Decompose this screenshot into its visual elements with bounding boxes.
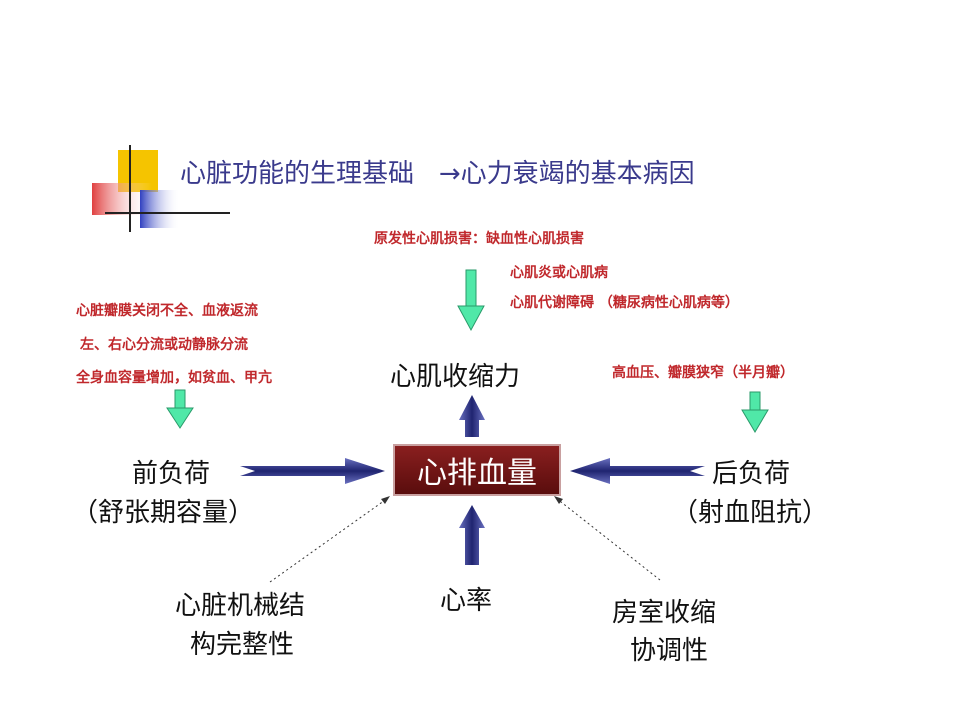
afterload-cause: 高血压、瓣膜狭窄（半月瓣） xyxy=(612,365,794,381)
preload-cause: 心脏瓣膜关闭不全、血液返流 xyxy=(76,303,258,319)
coordination-label-2: 协调性 xyxy=(630,636,709,666)
preload-label: 前负荷 xyxy=(132,459,211,489)
blue-arrow-afterload xyxy=(570,458,705,484)
contractility-cause: 心肌代谢障碍 （糖尿病性心肌病等） xyxy=(510,295,739,311)
structure-label-2: 构完整性 xyxy=(190,630,295,660)
heart-rate-label: 心率 xyxy=(440,586,493,616)
contractility-label: 心肌收缩力 xyxy=(390,362,521,392)
dotted-arrow-structure xyxy=(269,496,390,583)
dotted-arrow-coordination xyxy=(554,496,661,581)
green-arrow-afterload xyxy=(741,391,769,433)
slide xyxy=(62,62,942,682)
preload-sublabel: （舒张期容量） xyxy=(72,498,255,528)
afterload-label: 后负荷 xyxy=(712,459,791,489)
blue-arrow-preload xyxy=(240,458,385,484)
blue-arrow-contractility xyxy=(459,395,485,437)
green-arrow-contractility xyxy=(457,269,485,332)
blue-arrow-heart-rate xyxy=(459,505,485,565)
preload-cause: 左、右心分流或动静脉分流 xyxy=(80,337,248,353)
contractility-cause: 原发性心肌损害：缺血性心肌损害 xyxy=(374,231,584,247)
afterload-sublabel: （射血阻抗） xyxy=(672,498,829,528)
contractility-cause: 心肌炎或心肌病 xyxy=(510,265,608,281)
green-arrow-preload xyxy=(166,389,194,429)
structure-label: 心脏机械结 xyxy=(175,591,306,621)
coordination-label: 房室收缩 xyxy=(612,598,717,628)
preload-cause: 全身血容量增加，如贫血、甲亢 xyxy=(76,370,272,386)
cardiac-output-box: 心排血量 xyxy=(393,444,561,496)
title-decoration xyxy=(92,145,230,232)
page-title: 心脏功能的生理基础 →心力衰竭的基本病因 xyxy=(180,159,695,189)
